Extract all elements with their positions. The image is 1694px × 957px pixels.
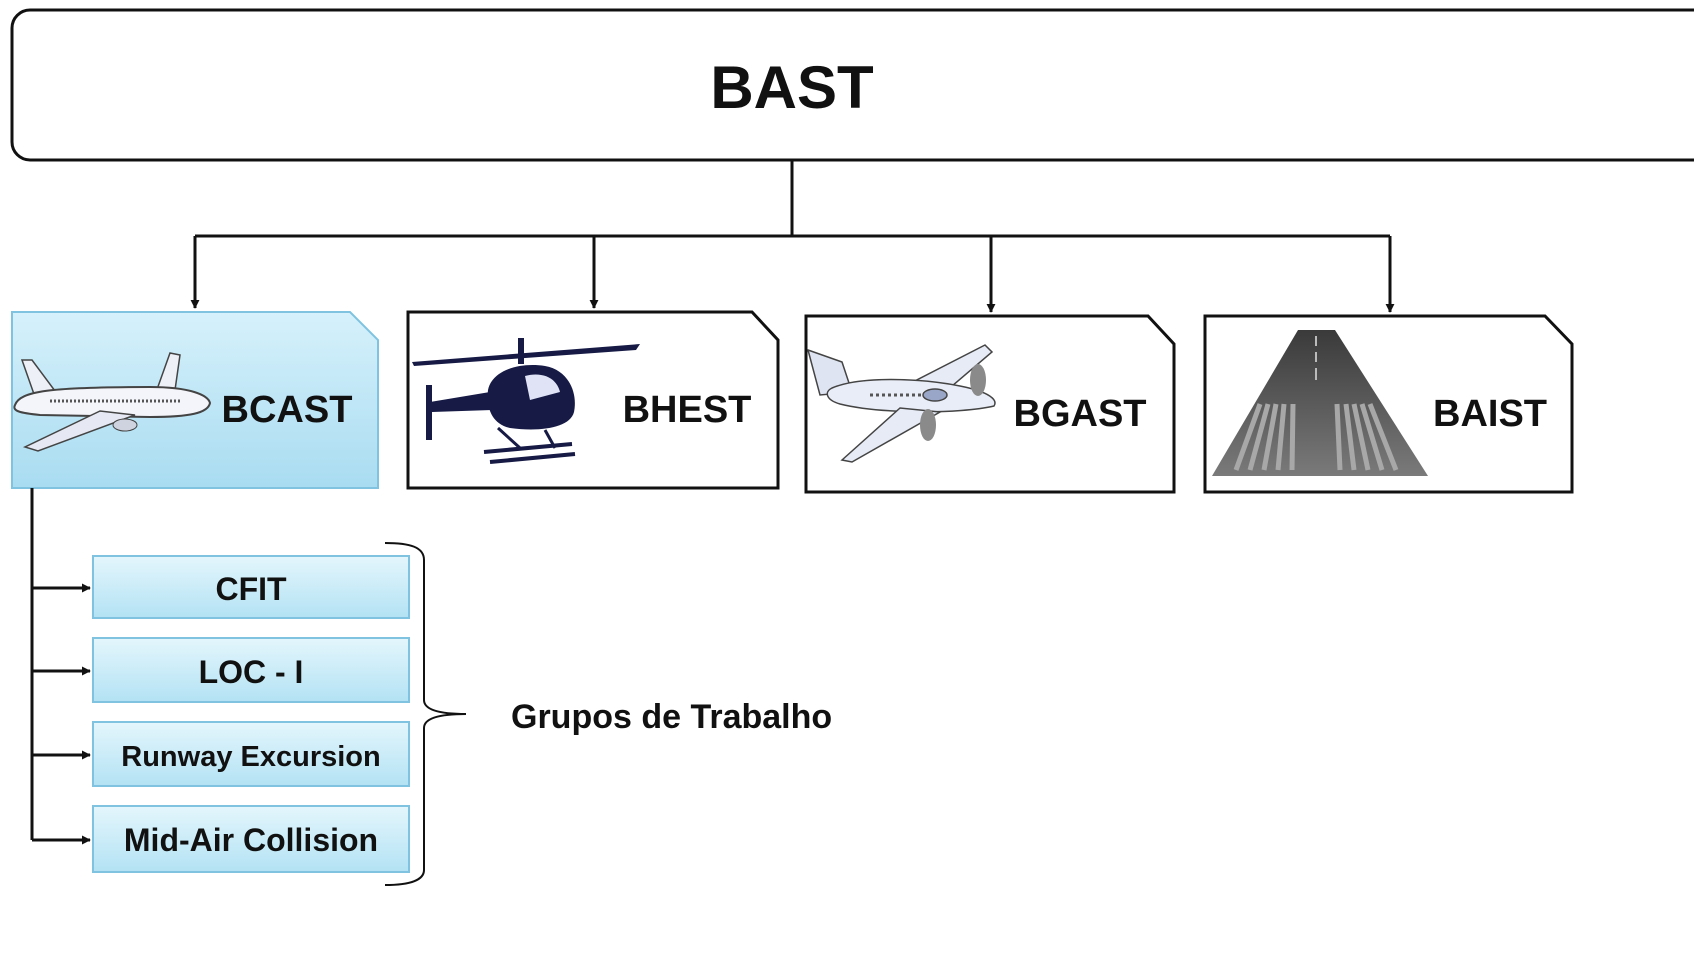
- working-group-label: Mid-Air Collision: [124, 822, 378, 858]
- branch-label-bhest: BHEST: [623, 389, 752, 431]
- working-group-label: Runway Excursion: [121, 741, 380, 773]
- branch-bcast: BCAST: [11, 311, 379, 489]
- working-group-loc-i: LOC - I: [92, 637, 410, 703]
- branch-label-bcast: BCAST: [222, 389, 353, 431]
- branch-bgast: BGAST: [804, 314, 1176, 494]
- working-group-label: CFIT: [215, 571, 287, 607]
- branch-label-bgast: BGAST: [1014, 393, 1147, 435]
- working-group-cfit: CFIT: [92, 555, 410, 619]
- working-groups-caption: Grupos de Trabalho: [511, 698, 832, 736]
- branch-baist: BAIST: [1203, 314, 1574, 494]
- root-label: BAST: [710, 54, 873, 121]
- twin-prop-plane-icon: [806, 344, 996, 463]
- root-connectors: [190, 160, 1395, 313]
- branch-label-baist: BAIST: [1433, 393, 1547, 435]
- branch-bhest: BHEST: [406, 310, 780, 490]
- working-group-connectors: [30, 488, 91, 845]
- helicopter-icon: [412, 338, 640, 464]
- working-group-mid-air-collision: Mid-Air Collision: [92, 805, 410, 873]
- working-group-runway-excursion: Runway Excursion: [92, 721, 410, 787]
- brace: [384, 542, 467, 886]
- runway-icon: [1212, 330, 1428, 476]
- working-group-label: LOC - I: [199, 654, 304, 690]
- airliner-icon: [13, 352, 212, 452]
- root-node: BAST: [10, 8, 1694, 162]
